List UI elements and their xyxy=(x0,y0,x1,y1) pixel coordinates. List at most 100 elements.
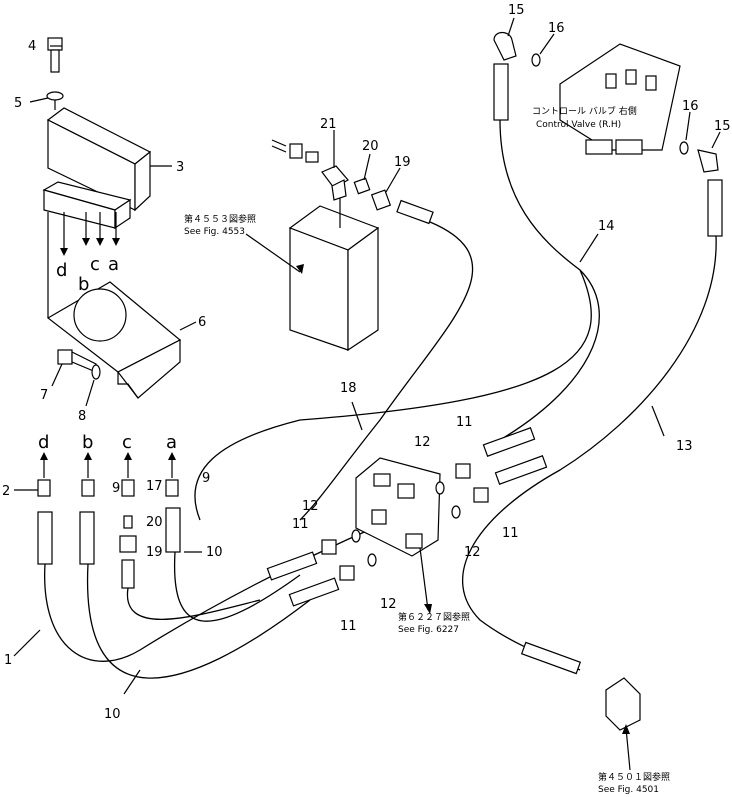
part-label-15-top: 15 xyxy=(508,3,525,18)
adapter-11-top xyxy=(455,463,471,479)
hose-cap-line xyxy=(126,587,261,620)
adapter-9-b xyxy=(81,452,95,497)
tank-box xyxy=(288,205,380,352)
adapter-11-bottom xyxy=(339,565,355,581)
washer-5 xyxy=(46,91,64,101)
note-fig6227-en: See Fig. 6227 xyxy=(398,625,459,635)
adapter-11-left xyxy=(321,539,337,555)
part-label-16-top: 16 xyxy=(548,21,565,36)
hose-18 xyxy=(299,221,474,521)
part-label-8: 8 xyxy=(78,409,86,424)
port-label-a-box: a xyxy=(108,254,119,275)
port-label-c-box: c xyxy=(90,254,100,275)
o-ring-12-b xyxy=(451,505,461,519)
hose-end-13 xyxy=(494,455,548,485)
part-label-16-right: 16 xyxy=(682,99,699,114)
cap-19-top xyxy=(370,189,392,211)
valve-block xyxy=(355,457,441,557)
hose-13 xyxy=(462,235,717,671)
cap-19 xyxy=(119,535,137,553)
part-label-11-bottom: 11 xyxy=(340,619,357,634)
note-valve-en: Control Valve (R.H) xyxy=(536,120,621,130)
note-fig6227-jp: 第６２２７図参照 xyxy=(398,611,470,623)
hose-14-b xyxy=(194,269,592,521)
part-label-12-c: 12 xyxy=(464,545,481,560)
part-label-20-top: 20 xyxy=(362,139,379,154)
part-label-21: 21 xyxy=(320,117,337,132)
washer-8 xyxy=(91,364,101,380)
part-label-12-a: 12 xyxy=(414,435,431,450)
valve-4501 xyxy=(605,677,641,731)
tee-21 xyxy=(321,165,349,201)
part-label-6: 6 xyxy=(198,315,206,330)
o-ring-12-c xyxy=(351,529,361,543)
adapter-11-right xyxy=(473,487,489,503)
o-ring-16-right xyxy=(679,141,689,155)
part-label-3: 3 xyxy=(176,160,184,175)
part-label-17: 17 xyxy=(146,479,163,494)
elbow-15-right xyxy=(697,149,723,237)
bolt-7 xyxy=(57,349,97,373)
small-part-b xyxy=(305,151,319,163)
small-part-a xyxy=(289,143,303,159)
hose-end-b xyxy=(79,511,95,565)
part-label-4: 4 xyxy=(28,39,36,54)
hose-end-14 xyxy=(482,427,536,457)
elbow-15-top xyxy=(493,31,517,121)
part-label-19-top: 19 xyxy=(394,155,411,170)
mount-block xyxy=(42,181,132,230)
note-fig4501-en: See Fig. 4501 xyxy=(598,785,659,795)
hose-end-13-bottom xyxy=(520,641,582,675)
part-label-15-right: 15 xyxy=(714,119,731,134)
note-fig4501-jp: 第４５０１図参照 xyxy=(598,771,670,783)
plug-20 xyxy=(123,515,133,529)
o-ring-16-top xyxy=(531,53,541,67)
part-label-7: 7 xyxy=(40,388,48,403)
control-valve-rh xyxy=(559,43,681,155)
bracket-6 xyxy=(46,281,182,399)
port-label-d: d xyxy=(38,432,49,453)
part-label-11-left: 11 xyxy=(292,517,309,532)
fitting-20 xyxy=(353,177,371,195)
hose-10-b xyxy=(86,563,311,679)
part-label-13: 13 xyxy=(676,439,693,454)
part-label-18: 18 xyxy=(340,381,357,396)
part-label-19-left: 19 xyxy=(146,545,163,560)
part-label-20-left: 20 xyxy=(146,515,163,530)
adapter-17 xyxy=(121,452,135,497)
part-label-10-b: 10 xyxy=(104,707,121,722)
adapter-9-a xyxy=(165,452,179,497)
note-valve-jp: コントロール バルブ 右側 xyxy=(532,105,637,117)
hose-10-a xyxy=(173,551,301,622)
hose-end-a xyxy=(165,507,181,553)
note-fig4553-en: See Fig. 4553 xyxy=(184,227,245,237)
o-ring-12-a xyxy=(435,481,445,495)
cover-box-3 xyxy=(46,107,152,212)
part-label-5: 5 xyxy=(14,96,22,111)
port-label-b: b xyxy=(82,432,93,453)
part-label-10-a: 10 xyxy=(206,545,223,560)
port-label-b-box: b xyxy=(78,274,89,295)
part-label-9-b: 9 xyxy=(112,481,120,496)
port-label-d-box: d xyxy=(56,260,67,281)
part-label-2: 2 xyxy=(2,484,10,499)
hose-end-left-2 xyxy=(288,577,340,607)
part-label-1: 1 xyxy=(4,653,12,668)
part-label-14: 14 xyxy=(598,219,615,234)
part-label-12-d: 12 xyxy=(380,597,397,612)
port-label-c: c xyxy=(122,432,132,453)
hose-end-left-1 xyxy=(266,551,318,581)
port-label-a: a xyxy=(166,432,177,453)
o-ring-12-d xyxy=(367,553,377,567)
part-label-9-a: 9 xyxy=(202,471,210,486)
hose-end-d xyxy=(37,511,53,565)
part-label-11-top: 11 xyxy=(456,415,473,430)
hose-end-18 xyxy=(396,199,434,225)
bolt-4 xyxy=(47,37,63,73)
part-label-12-b: 12 xyxy=(302,499,319,514)
pipe-end xyxy=(121,559,135,589)
part-label-11-right: 11 xyxy=(502,526,519,541)
note-fig4553-jp: 第４５５３図参照 xyxy=(184,213,256,225)
elbow-2 xyxy=(37,452,51,497)
